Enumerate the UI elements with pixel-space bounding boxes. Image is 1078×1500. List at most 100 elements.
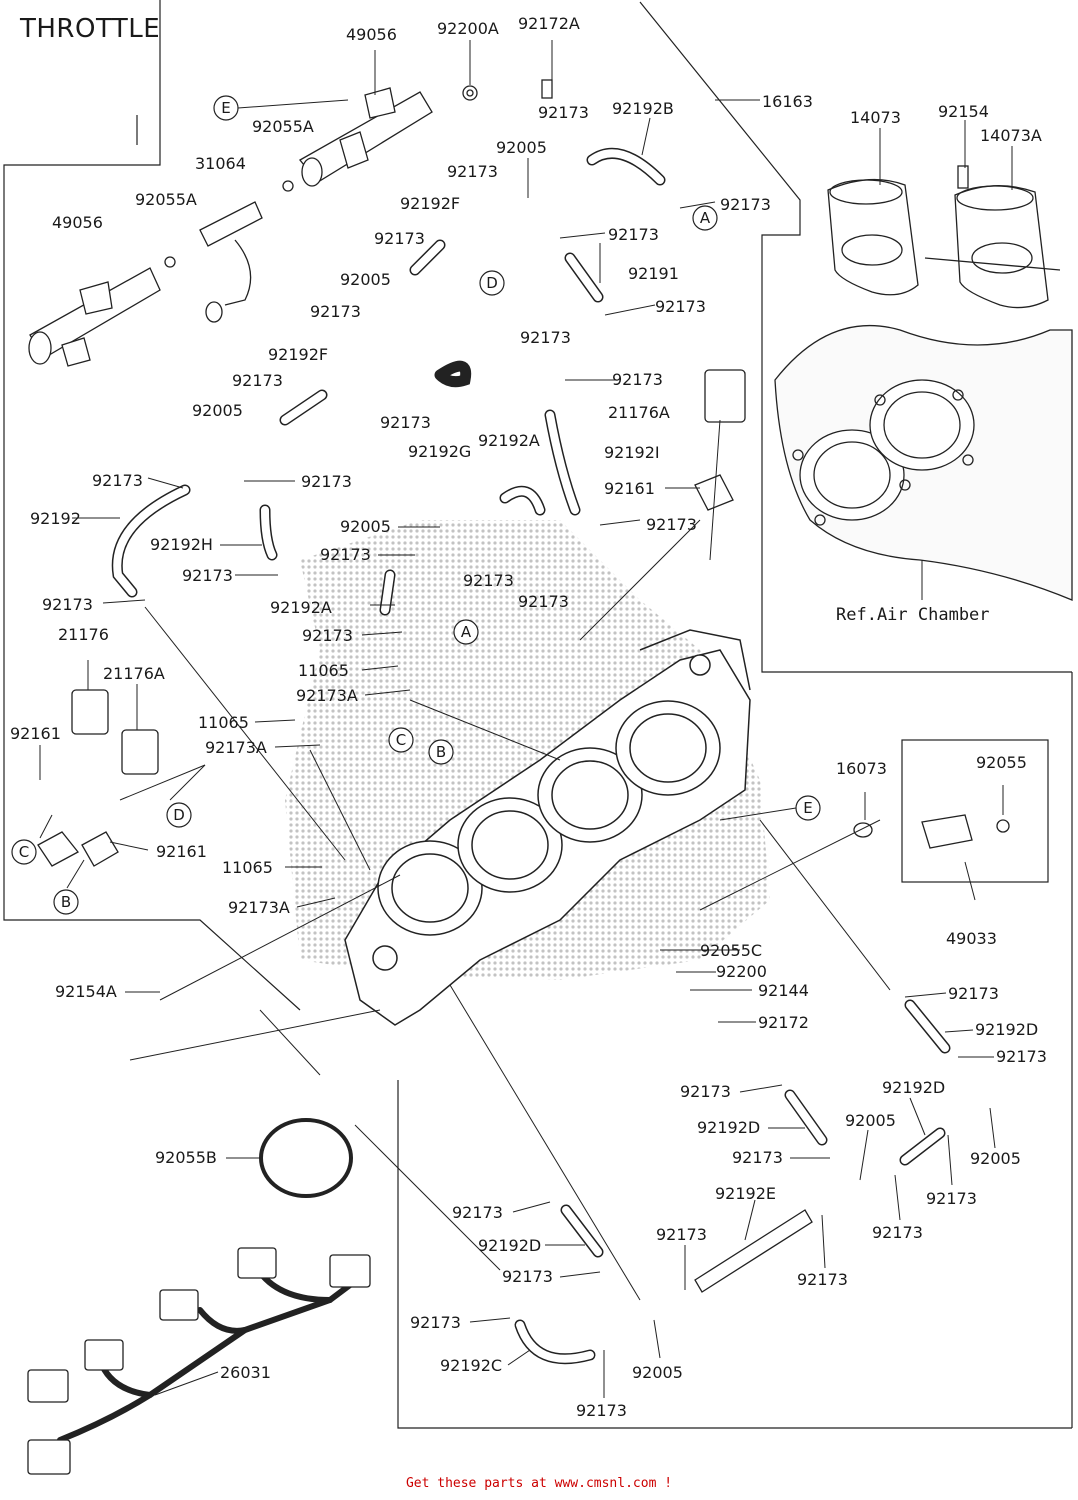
part-label: 92005 [340, 517, 391, 536]
part-label: 92192A [478, 431, 540, 450]
part-label: 92192E [715, 1184, 776, 1203]
part-label: 92144 [758, 981, 809, 1000]
callout-letters: E A D A C B D C B E [19, 99, 813, 911]
callout-d-left [166, 802, 192, 828]
part-label: 16073 [836, 759, 887, 778]
part-label: 92173 [463, 571, 514, 590]
part-label: 26031 [220, 1363, 271, 1382]
callout-letter: A [461, 623, 472, 641]
part-label: 92173 [302, 626, 353, 645]
part-label: 92173A [228, 898, 290, 917]
sensors [37, 369, 746, 867]
callout-a-top [692, 205, 718, 231]
part-label: 92192D [882, 1078, 945, 1097]
callout-d-top [479, 270, 505, 296]
part-label: 92192D [697, 1118, 760, 1137]
part-label: 92173A [296, 686, 358, 705]
part-label: 92172 [758, 1013, 809, 1032]
part-label: 92173 [576, 1401, 627, 1420]
part-label: 92173 [996, 1047, 1047, 1066]
part-label: 92173 [538, 103, 589, 122]
part-label: 92055B [155, 1148, 217, 1167]
part-label: 92192I [604, 443, 660, 462]
callout-letter: C [396, 731, 406, 749]
part-label: 92192D [975, 1020, 1038, 1039]
part-label: 92192F [268, 345, 328, 364]
part-label: 92192 [30, 509, 81, 528]
part-label: 92161 [156, 842, 207, 861]
part-label: 92192D [478, 1236, 541, 1255]
part-label: 92173 [182, 566, 233, 585]
footer-link[interactable]: Get these parts at www.cmsnl.com ! [405, 1476, 673, 1491]
part-label: 92005 [632, 1363, 683, 1382]
part-label: 92173 [380, 413, 431, 432]
part-label: 92173 [926, 1189, 977, 1208]
part-label: 31064 [195, 154, 246, 173]
frame-lines [3, 0, 1073, 1429]
part-label: 92055 [976, 753, 1027, 772]
part-label: 92192B [612, 99, 674, 118]
callout-e-top [213, 95, 239, 121]
part-label: 92005 [192, 401, 243, 420]
part-label: 92192G [408, 442, 471, 461]
part-label: 92154A [55, 982, 117, 1001]
part-label: 92173 [42, 595, 93, 614]
part-label: 92173 [452, 1203, 503, 1222]
callout-c-mid [388, 727, 414, 753]
part-label: 92005 [970, 1149, 1021, 1168]
part-label: 92173 [92, 471, 143, 490]
callout-circles [11, 95, 821, 915]
part-label: 92154 [938, 102, 989, 121]
part-label: 92173 [680, 1082, 731, 1101]
part-label: 92173 [301, 472, 352, 491]
callout-letter: D [173, 806, 185, 824]
part-label: 92172A [518, 14, 580, 33]
part-label: 92173 [720, 195, 771, 214]
part-label: 92173 [518, 592, 569, 611]
inset-49033-parts [853, 814, 1010, 849]
hose-core [113, 149, 949, 1363]
callout-letter: A [700, 209, 711, 227]
part-label: 92173 [872, 1223, 923, 1242]
part-label: 11065 [198, 713, 249, 732]
part-label: 92005 [845, 1111, 896, 1130]
part-label: 92200 [716, 962, 767, 981]
part-label: 92173 [502, 1267, 553, 1286]
callout-letter: B [436, 743, 446, 761]
part-label: 14073 [850, 108, 901, 127]
part-label: 92173 [732, 1148, 783, 1167]
part-label: 92161 [10, 724, 61, 743]
part-label: 21176A [103, 664, 165, 683]
part-label: 92173 [612, 370, 663, 389]
leader-lines [39, 40, 1013, 1398]
o-ring-92055b [259, 1118, 353, 1198]
part-label: 92173A [205, 738, 267, 757]
hose-92192e [694, 1209, 813, 1293]
part-label: 92055A [252, 117, 314, 136]
part-labels: 49056 92200A 92172A 92055A 16163 92173 9… [10, 14, 1047, 1420]
part-label: 21176 [58, 625, 109, 644]
air-chamber-illustration [774, 165, 1073, 601]
callout-b-left [53, 889, 79, 915]
part-label: 92173 [646, 515, 697, 534]
part-label: 14073A [980, 126, 1042, 145]
part-label: 92005 [340, 270, 391, 289]
part-label: 11065 [222, 858, 273, 877]
part-label: 92192A [270, 598, 332, 617]
part-label: 21176A [608, 403, 670, 422]
inset-box-49033 [901, 739, 1049, 883]
callout-letter: C [19, 843, 29, 861]
part-label: 92173 [608, 225, 659, 244]
callout-b-mid [428, 739, 454, 765]
callout-a-mid [453, 619, 479, 645]
part-label: 92005 [496, 138, 547, 157]
fuel-rail-parts [28, 79, 553, 367]
harness-connectors [27, 1247, 371, 1475]
throttle-body [344, 629, 751, 1026]
part-label: 11065 [298, 661, 349, 680]
part-label: 92173 [797, 1270, 848, 1289]
part-label: 92161 [604, 479, 655, 498]
part-label: 92192F [400, 194, 460, 213]
callout-e-right [795, 795, 821, 821]
callout-letter: D [486, 274, 498, 292]
